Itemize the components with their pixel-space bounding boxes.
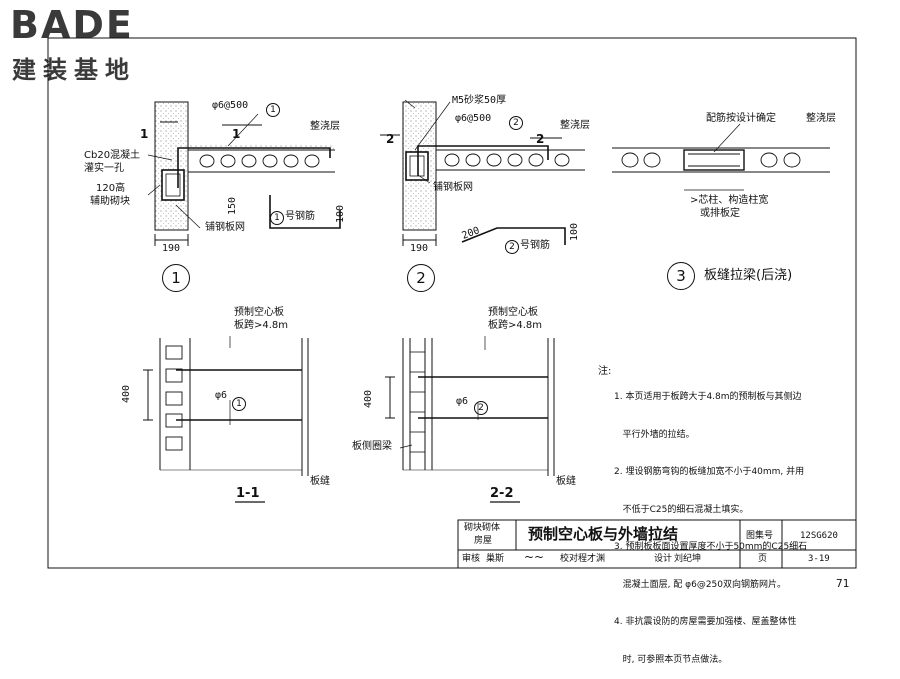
section-2-2-slab: 预制空心板: [488, 307, 538, 318]
section-1-1-spacing: 400: [121, 384, 133, 404]
detail-2-wall-width: 190: [410, 243, 429, 254]
section-1-1-drawing: [143, 336, 309, 503]
detail-1-aux-block-2: 辅助砌块: [90, 196, 130, 207]
detail-3-width-note: >芯柱、构造柱宽: [690, 195, 769, 206]
note-line: 平行外墙的拉结。: [614, 429, 695, 440]
tb-review: 审核: [462, 554, 481, 564]
detail-1-drawing: [147, 101, 341, 246]
drawing-frame: [47, 37, 857, 569]
detail-2-section-mark: 2: [386, 132, 395, 146]
detail-1-wall-width: 190: [162, 243, 181, 254]
notes-list: 1. 本页适用于板跨大于4.8m的预制板与其侧边 平行外墙的拉结。 2. 埋设钢…: [614, 366, 807, 679]
detail-1-bar-name: 号钢筋: [285, 211, 315, 222]
detail-1-circle: 1: [162, 264, 190, 292]
section-1-1-joint: 板缝: [310, 476, 330, 487]
detail-2-drawing: [380, 99, 585, 246]
tb-design: 设计: [654, 554, 673, 564]
detail-3-circle: 3: [667, 262, 695, 290]
title-block-frame: [457, 519, 857, 569]
section-2-2-drawing: [385, 336, 555, 503]
detail-3-reinf: 配筋按设计确定: [706, 113, 776, 124]
note-line: 混凝土面层, 配 φ6@250双向钢筋网片。: [614, 579, 787, 590]
detail-2-section-mark-2: 2: [536, 132, 545, 146]
section-2-2-bar: φ6: [456, 396, 469, 407]
detail-2-bar-hook: 100: [569, 222, 581, 242]
brand-subtitle: 建装基地: [12, 56, 136, 84]
section-1-1-label: 1-1: [236, 486, 260, 501]
detail-1-bar-name-ref: 1: [270, 211, 284, 225]
tb-category: 砌块砌体: [464, 523, 501, 533]
tb-title: 预制空心板与外墙拉结: [528, 525, 679, 543]
tb-designer: 刘纪坤: [674, 554, 702, 564]
detail-1-mesh: 铺钢板网: [205, 222, 245, 233]
note-line: 1. 本页适用于板跨大于4.8m的预制板与其侧边: [614, 392, 802, 402]
section-1-1-slab: 预制空心板: [234, 307, 284, 318]
detail-1-grout-2: 灌实一孔: [84, 163, 124, 174]
section-2-2-label: 2-2: [490, 486, 514, 501]
tb-atlas-label: 图集号: [746, 531, 774, 541]
section-1-1-bar: φ6: [215, 390, 228, 401]
tb-atlas-no: 12SG620: [800, 531, 838, 541]
detail-2-mesh: 铺钢板网: [433, 182, 473, 193]
page-number: 71: [836, 577, 850, 590]
tb-reviewer-signature: ~~: [524, 550, 545, 564]
tb-page-no: 3-19: [808, 554, 830, 564]
detail-2-bar-name: 号钢筋: [520, 240, 550, 251]
brand-logo: BADE: [10, 3, 134, 47]
tb-check: 校对: [560, 554, 579, 564]
note-line: 3. 预制板板面设置厚度不小于50mm的C25细石: [614, 542, 808, 552]
section-1-1-span: 板跨>4.8m: [234, 320, 289, 331]
detail-1-grout: Cb20混凝土: [84, 150, 141, 161]
tb-category-2: 房屋: [474, 536, 493, 546]
detail-1-bar-label: φ6@500: [212, 100, 249, 111]
detail-3-width-note-2: 或排板定: [700, 208, 740, 219]
detail-1-bar-hook: 100: [335, 204, 347, 224]
tb-reviewer: 巢斯: [486, 554, 505, 564]
detail-1-topping: 整浇层: [310, 121, 340, 132]
detail-1-section-mark-2: 1: [232, 127, 241, 141]
note-line: 4. 非抗震设防的房屋需要加强楼、屋盖整体性: [614, 617, 797, 627]
note-line: 时, 可参照本页节点做法。: [614, 654, 728, 665]
detail-2-bar-name-ref: 2: [505, 240, 519, 254]
notes-head: 注:: [598, 366, 612, 377]
section-1-1-bar-ref: 1: [232, 397, 246, 411]
section-2-2-spacing: 400: [363, 389, 375, 409]
detail-1-bar-leg: 150: [227, 196, 239, 216]
section-2-2-joint: 板缝: [556, 476, 576, 487]
detail-1-bar-ref: 1: [266, 103, 280, 117]
detail-2-circle: 2: [407, 264, 435, 292]
detail-2-topping: 整浇层: [560, 120, 590, 131]
detail-3-drawing: [612, 123, 830, 191]
tb-checker: 程才渊: [578, 554, 606, 564]
note-line: 不低于C25的细石混凝土填实。: [614, 504, 749, 515]
detail-2-bar-label: φ6@500: [455, 113, 492, 124]
drawing-linework: [47, 37, 857, 569]
tb-page-label: 页: [758, 554, 768, 564]
detail-3-title: 板缝拉梁(后浇): [704, 268, 793, 283]
section-2-2-beam: 板侧圈梁: [352, 441, 392, 452]
detail-1-section-mark: 1: [140, 127, 149, 141]
detail-2-bar-ref: 2: [509, 116, 523, 130]
section-2-2-span: 板跨>4.8m: [488, 320, 543, 331]
note-line: 2. 埋设钢筋弯钩的板缝加宽不小于40mm, 并用: [614, 467, 805, 477]
detail-3-topping: 整浇层: [806, 113, 836, 124]
detail-2-mortar: M5砂浆50厚: [452, 95, 507, 106]
detail-1-aux-block: 120高: [96, 183, 126, 194]
section-2-2-bar-ref: 2: [474, 401, 488, 415]
